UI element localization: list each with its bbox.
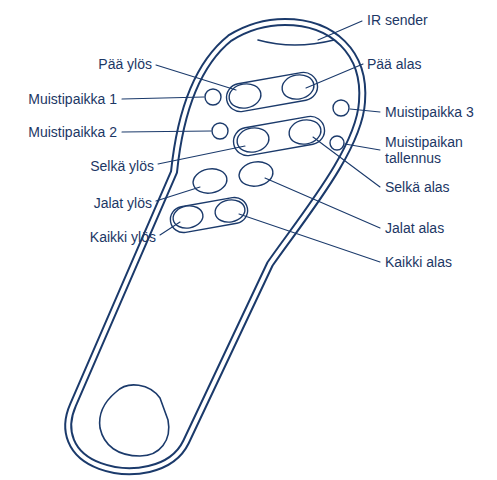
button-rail <box>168 195 249 234</box>
small-button <box>205 89 221 105</box>
leader-line <box>350 109 380 112</box>
small-button <box>212 123 228 139</box>
remote-body <box>68 22 362 471</box>
leader-line <box>239 214 380 262</box>
part-label: Kaikki alas <box>385 254 452 270</box>
leader-line <box>158 146 245 164</box>
small-button <box>333 100 349 116</box>
button <box>280 72 316 101</box>
leader-line <box>265 178 380 228</box>
button <box>237 159 275 189</box>
part-label: Muistipaikka 1 <box>28 91 117 107</box>
part-label: Muistipaikka 2 <box>28 124 117 140</box>
leader-line <box>306 64 363 88</box>
leader-line <box>156 187 200 201</box>
leader-line <box>122 131 211 132</box>
button <box>235 125 271 154</box>
part-label: Muistipaikan tallennus <box>385 134 491 166</box>
ir-window <box>258 40 334 45</box>
button <box>171 204 204 231</box>
leader-line <box>160 222 180 235</box>
leader-line <box>313 137 380 187</box>
part-label: Selkä ylös <box>90 158 154 174</box>
button <box>227 81 263 110</box>
part-label: Selkä alas <box>385 179 450 195</box>
remote-body-inner <box>68 22 362 471</box>
leader-line <box>318 21 362 40</box>
part-label: Muistipaikka 3 <box>385 104 474 120</box>
part-label: Pää ylös <box>98 56 152 72</box>
leader-line <box>156 65 236 90</box>
small-button <box>330 136 344 150</box>
button <box>191 166 229 196</box>
handle-groove <box>100 385 169 456</box>
leader-line <box>122 97 204 99</box>
part-label: Pää alas <box>367 56 421 72</box>
button-rail <box>224 70 319 114</box>
part-label: Jalat ylös <box>94 195 152 211</box>
leader-line <box>345 144 380 150</box>
button-rail <box>231 114 326 158</box>
part-label: Jalat alas <box>385 220 444 236</box>
part-label: Kaikki ylös <box>90 229 156 245</box>
button <box>213 198 246 225</box>
part-label: IR sender <box>367 12 428 28</box>
button <box>287 117 323 146</box>
